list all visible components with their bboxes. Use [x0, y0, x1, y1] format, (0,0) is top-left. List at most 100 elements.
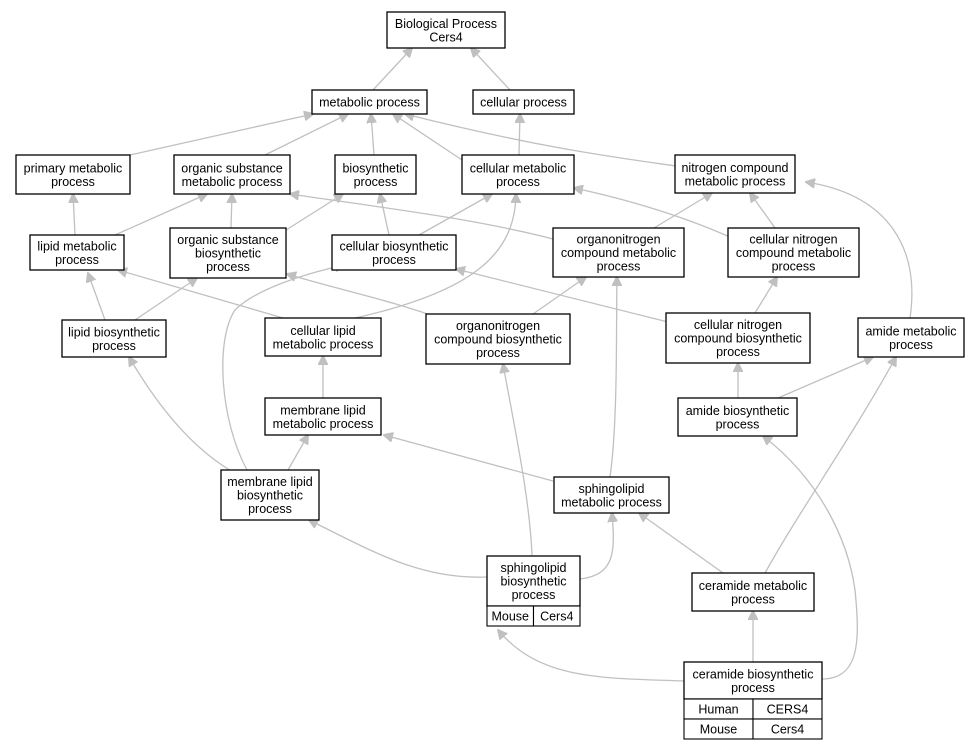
node-label-line: metabolic process [561, 495, 662, 509]
edge-primary-metabolic-to-metabolic [129, 114, 313, 156]
node-label-line: process [512, 588, 556, 602]
node-label-line: process [92, 339, 136, 353]
go-term-node-metabolic[interactable]: metabolic process [311, 89, 428, 115]
node-label: cellular process [480, 96, 567, 110]
edge-sphingolipid-metabolic-to-membrane-lipid-metabolic [384, 435, 554, 482]
node-label: metabolic process [319, 96, 420, 110]
edge-cellular-biosynthetic-to-biosynthetic [380, 194, 390, 236]
node-box [486, 555, 581, 607]
node-label-line: process [716, 345, 760, 359]
node-label-line: process [772, 260, 816, 274]
node-label-line: biosynthetic [500, 575, 566, 589]
node-label-line: process [372, 253, 416, 267]
node-box [220, 469, 320, 521]
node-box [552, 227, 685, 278]
node-label-line: sphingolipid [500, 561, 566, 575]
gene-cell-label: Cers4 [540, 610, 573, 624]
node-box [727, 227, 860, 278]
edge-organic-substance-biosynthetic-to-organic-substance-metabolic [231, 194, 232, 229]
node-label-line: process [731, 592, 775, 606]
node-label-line: nitrogen compound [681, 161, 788, 175]
node-box [331, 234, 457, 271]
node-label-line: metabolic process [685, 174, 786, 188]
node-label-line: Biological Process [395, 17, 497, 31]
edge-ceramide-biosynthetic-to-sphingolipid-biosynthetic [498, 630, 685, 682]
node-label-line: membrane lipid [280, 403, 366, 417]
gene-cell-box [532, 605, 581, 627]
node-label-line: metabolic process [273, 337, 374, 351]
node-label-line: compound biosynthetic [434, 333, 562, 347]
node-label-line: process [889, 338, 933, 352]
node-label-line: Cers4 [429, 30, 462, 44]
species-cell-sphingolipid-biosynthetic: Mouse [486, 605, 535, 627]
node-label-line: amide metabolic [865, 324, 956, 338]
node-label-line: cellular metabolic [470, 161, 567, 175]
node-label-line: ceramide biosynthetic [693, 667, 814, 681]
node-label-line: lipid biosynthetic [68, 325, 160, 339]
node-label-line: cellular process [480, 96, 567, 110]
node-box [425, 313, 571, 365]
node-label-line: process [597, 260, 641, 274]
node-box [386, 11, 506, 49]
edge-lipid-metabolic-to-organic-substance-metabolic [114, 194, 207, 236]
node-box [691, 572, 815, 612]
edge-ceramide-metabolic-to-sphingolipid-metabolic [639, 513, 724, 574]
edge-sphingolipid-biosynthetic-to-membrane-lipid-biosynthetic [309, 520, 488, 578]
species-cell-ceramide-biosynthetic: Human [683, 698, 754, 720]
node-label-line: cellular nitrogen [749, 233, 837, 247]
edge-membrane-lipid-biosynthetic-to-cellular-biosynthetic [222, 265, 344, 471]
node-box [553, 476, 670, 514]
edge-cellular-biosynthetic-to-cellular-metabolic [418, 194, 492, 236]
node-label-line: organonitrogen [456, 319, 540, 333]
edge-organonitrogen-compound-metabolic-to-nitrogen-compound-metabolic [653, 193, 712, 229]
species-cell-ceramide-biosynthetic: Mouse [683, 718, 754, 740]
species-cell-label: Mouse [700, 723, 738, 737]
node-label-line: compound biosynthetic [674, 332, 802, 346]
edge-lipid-biosynthetic-to-organic-substance-biosynthetic [134, 278, 197, 321]
go-term-node-cellular[interactable]: cellular process [472, 89, 575, 115]
node-label-line: metabolic process [319, 96, 420, 110]
edge-sphingolipid-metabolic-to-organonitrogen-compound-metabolic [609, 277, 617, 478]
node-box [683, 661, 823, 700]
node-label-line: process [496, 175, 540, 189]
node-box [173, 154, 291, 195]
edge-ceramide-metabolic-to-amide-metabolic [764, 357, 896, 574]
edge-cellular-to-root [471, 48, 511, 91]
edge-organonitrogen-compound-biosynthetic-to-organic-substance-biosynthetic [287, 274, 443, 320]
species-cell-label: Human [698, 703, 738, 717]
